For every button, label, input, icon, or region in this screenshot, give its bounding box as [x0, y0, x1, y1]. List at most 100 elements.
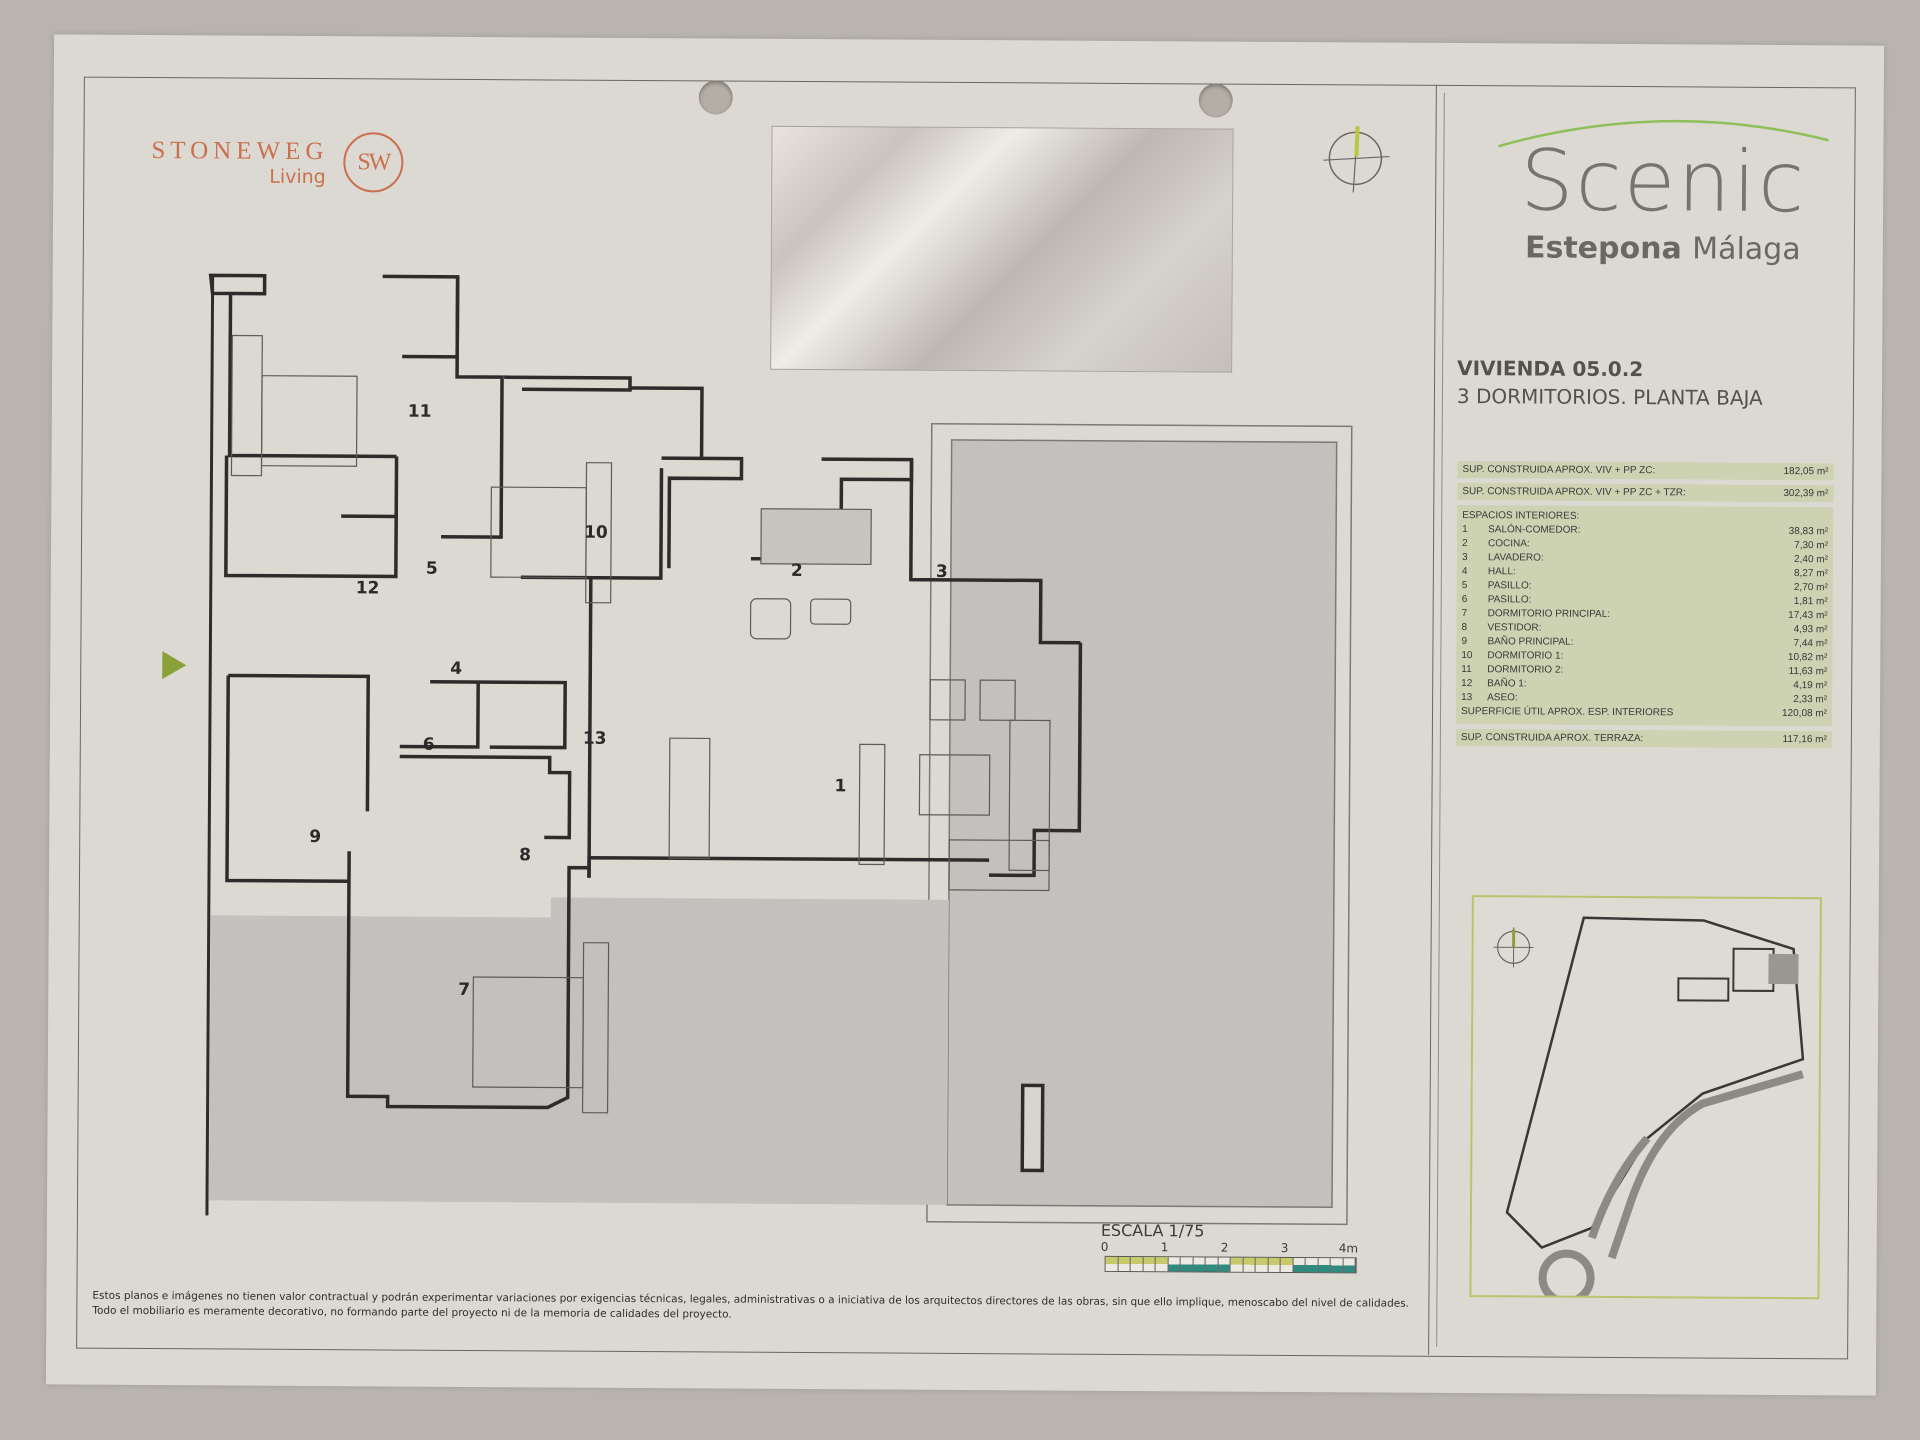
- scale-cell: [1130, 1257, 1144, 1272]
- room-label-12: 12: [356, 578, 380, 598]
- scale-cell: [1268, 1257, 1281, 1272]
- terrace-row: SUP. CONSTRUIDA APROX. TERRAZA: 117,16 m²: [1455, 728, 1832, 749]
- area-label: SUP. CONSTRUIDA APROX. TERRAZA:: [1460, 732, 1644, 745]
- room-label-7: 7: [458, 980, 470, 1000]
- project-location: Estepona Málaga: [1483, 230, 1843, 267]
- scale-tick: 3: [1280, 1240, 1289, 1255]
- scale-cell: [1218, 1257, 1231, 1272]
- north-compass-icon: [1323, 126, 1390, 193]
- useful-total-row: SUPERFICIE ÚTIL APROX. ESP. INTERIORES 12…: [1461, 705, 1827, 721]
- area-table: SUP. CONSTRUIDA APROX. VIV + PP ZC: 182,0…: [1455, 461, 1834, 753]
- scale-cell: [1205, 1257, 1219, 1272]
- room-label-9: 9: [309, 827, 321, 847]
- scale-cell: [1330, 1258, 1344, 1273]
- plan-sheet: STONEWEG Living SW: [45, 34, 1885, 1396]
- scale-ticks: 0 1 2 3 4m: [1101, 1240, 1371, 1258]
- area-label: SUPERFICIE ÚTIL APROX. ESP. INTERIORES: [1460, 706, 1674, 719]
- room-label-3: 3: [936, 562, 948, 582]
- project-province: Málaga: [1692, 231, 1801, 268]
- scale-cell: [1118, 1256, 1131, 1272]
- room-area: 1,81 m²: [1793, 596, 1828, 608]
- unit-heading: VIVIENDA 05.0.2 3 DORMITORIOS. PLANTA BA…: [1457, 356, 1763, 410]
- room-area: 4,93 m²: [1793, 624, 1828, 636]
- floor-plan: 1 2 3 4 5 6 7 8 9 10 11 12 13: [162, 273, 1353, 1226]
- scale-cell: [1180, 1257, 1194, 1272]
- room-area: 11,63 m²: [1788, 666, 1828, 678]
- room-area: 38,83 m²: [1788, 526, 1829, 538]
- room-label-2: 2: [791, 561, 803, 581]
- area-value: 117,16 m²: [1782, 733, 1827, 746]
- project-town: Estepona: [1524, 230, 1682, 267]
- area-row-built: SUP. CONSTRUIDA APROX. VIV + PP ZC: 182,0…: [1457, 461, 1834, 481]
- scale-cell: [1105, 1256, 1119, 1271]
- room-area: 4,19 m²: [1793, 680, 1828, 692]
- scale-cell: [1168, 1257, 1181, 1272]
- area-value: 302,39 m²: [1783, 487, 1829, 500]
- site-location-map: [1469, 895, 1822, 1306]
- furniture: [230, 334, 1051, 1114]
- walls: [205, 273, 1353, 1226]
- interior-header: ESPACIOS INTERIORES:: [1462, 510, 1580, 522]
- site-plan-drawing: [1493, 916, 1805, 1306]
- room-area: 7,44 m²: [1793, 638, 1828, 650]
- room-label-10: 10: [584, 523, 608, 543]
- scale-tick: 4m: [1338, 1241, 1359, 1256]
- project-logo: Scenic Estepona Málaga: [1483, 108, 1844, 267]
- scale-tick: 2: [1220, 1240, 1229, 1255]
- room-label-5: 5: [426, 559, 438, 579]
- scale-cell: [1143, 1257, 1156, 1272]
- room-area: 2,70 m²: [1793, 582, 1828, 594]
- area-label: SUP. CONSTRUIDA APROX. VIV + PP ZC + TZR…: [1462, 486, 1686, 499]
- scale-cell: [1193, 1257, 1206, 1272]
- room-label-11: 11: [408, 402, 432, 422]
- area-value: 182,05 m²: [1783, 465, 1829, 478]
- area-row-built-tzr: SUP. CONSTRUIDA APROX. VIV + PP ZC + TZR…: [1457, 483, 1834, 503]
- scale-cell: [1293, 1258, 1306, 1273]
- scale-tick: 1: [1160, 1240, 1169, 1255]
- scale-tick: 0: [1100, 1239, 1109, 1254]
- room-label-13: 13: [583, 729, 607, 749]
- scale-cell: [1155, 1257, 1169, 1272]
- room-labels: 1 2 3 4 5 6 7 8 9 10 11 12 13: [309, 402, 948, 1000]
- site-compass-icon: [1493, 927, 1534, 968]
- room-area: 2,40 m²: [1794, 554, 1828, 566]
- room-area: 2,33 m²: [1793, 694, 1828, 706]
- room-area: 10,82 m²: [1787, 652, 1828, 664]
- entrance-arrow-icon: [162, 651, 187, 680]
- unit-title: VIVIENDA 05.0.2: [1457, 355, 1644, 382]
- area-value: 120,08 m²: [1781, 707, 1828, 720]
- room-label-1: 1: [835, 776, 847, 796]
- unit-subtitle: 3 DORMITORIOS. PLANTA BAJA: [1456, 383, 1763, 410]
- scale-graduation: [1104, 1255, 1357, 1274]
- room-label-8: 8: [519, 845, 531, 865]
- scale-bar: ESCALA 1/75 0 1 2 3 4m: [1101, 1221, 1371, 1274]
- room-area: 8,27 m²: [1793, 568, 1828, 580]
- scale-cell: [1243, 1257, 1256, 1272]
- scale-cell: [1255, 1257, 1269, 1272]
- logo-arc-icon: [1498, 119, 1829, 148]
- room-label-4: 4: [450, 659, 462, 679]
- scale-cell: [1280, 1257, 1294, 1273]
- area-label: SUP. CONSTRUIDA APROX. VIV + PP ZC:: [1462, 464, 1656, 477]
- scale-cell: [1318, 1258, 1331, 1273]
- scale-label: ESCALA 1/75: [1100, 1220, 1205, 1241]
- room-label-6: 6: [423, 735, 435, 755]
- project-name: Scenic: [1519, 131, 1807, 232]
- scale-cell: [1305, 1258, 1319, 1273]
